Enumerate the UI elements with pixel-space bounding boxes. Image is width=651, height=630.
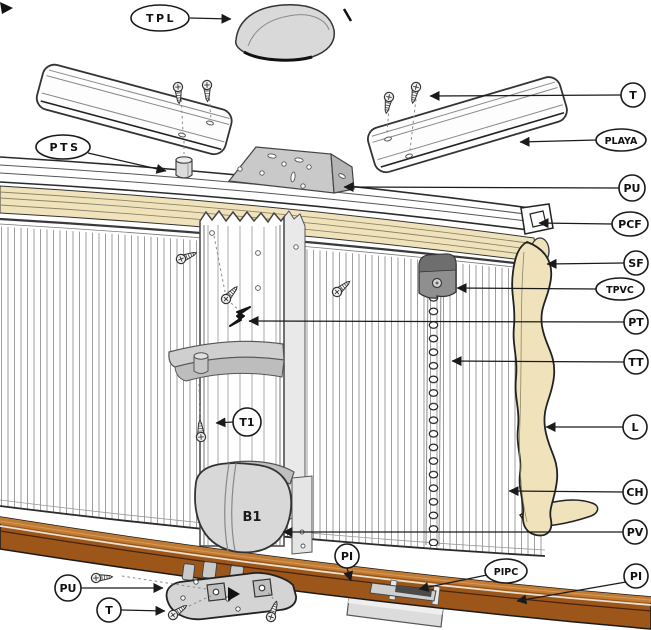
label-pi-right: PI	[623, 563, 649, 589]
label-text: TPVC	[606, 285, 634, 296]
leader-pi-right	[516, 581, 627, 605]
label-text: T	[105, 604, 113, 617]
label-t1: T1	[232, 407, 262, 437]
label-bubble	[96, 597, 122, 623]
leader-pipc	[418, 574, 488, 592]
label-pcf: PCF	[611, 211, 649, 237]
leader-lines	[81, 13, 627, 616]
label-pu-top: PU	[618, 174, 646, 202]
label-sf: SF	[623, 250, 649, 276]
post-holes	[209, 230, 299, 291]
leader-tt	[451, 356, 625, 367]
leader-pts	[87, 152, 167, 174]
label-text: CH	[626, 486, 643, 499]
label-bubble	[611, 211, 649, 237]
label-text: PI	[341, 550, 353, 563]
label-bubble	[622, 519, 648, 545]
label-ch: CH	[622, 479, 648, 505]
dart-pt-part	[229, 306, 251, 327]
label-bubble	[595, 277, 645, 301]
label-bubble	[622, 414, 648, 440]
label-bubble	[232, 407, 262, 437]
label-bubble	[35, 134, 91, 160]
liner-l-part	[511, 241, 599, 537]
label-l: L	[622, 414, 648, 440]
label-text: PLAYA	[605, 136, 638, 147]
ledge-screw-t	[201, 79, 213, 103]
label-bubble	[484, 558, 528, 584]
label-text: PV	[627, 526, 644, 539]
label-bubble	[620, 82, 646, 108]
label-playa: PLAYA	[595, 128, 647, 152]
label-t-bottom: T	[96, 597, 122, 623]
label-bubble	[54, 574, 82, 602]
top-profile-pcf-part	[520, 203, 554, 235]
label-pt: PT	[623, 309, 649, 335]
label-t-top: T	[620, 82, 646, 108]
label-pi-left: PI	[334, 543, 360, 569]
label-text: T	[629, 89, 637, 102]
leader-t-top	[429, 90, 622, 101]
top-cap-tpl-part	[235, 3, 353, 62]
label-pipc: PIPC	[484, 558, 528, 584]
leader-t-bottom	[120, 605, 166, 616]
label-text: SF	[628, 257, 643, 270]
label-text: PT	[628, 316, 644, 329]
label-bubble	[622, 479, 648, 505]
label-text: PIPC	[494, 567, 518, 578]
label-text: TT	[628, 356, 644, 369]
label-tpvc: TPVC	[595, 277, 645, 301]
label-bubble	[130, 4, 190, 32]
boot-b1-text: B1	[243, 510, 262, 525]
leader-tpl	[189, 13, 232, 24]
leader-playa	[519, 136, 598, 147]
label-text: PCF	[618, 218, 642, 231]
label-text: TPL	[146, 12, 176, 25]
plate-screw-t	[90, 571, 114, 584]
clip-tpvc-part	[418, 253, 457, 299]
label-tt: TT	[623, 349, 649, 375]
bottom-rail-pi	[0, 516, 651, 630]
label-tpl: TPL	[130, 4, 190, 32]
leader-sf	[546, 258, 625, 269]
label-bubble	[623, 250, 649, 276]
bottom-plate-pu-part	[90, 561, 297, 624]
label-text: L	[631, 421, 638, 434]
leader-pu-top	[343, 182, 620, 193]
leader-pt	[248, 316, 625, 327]
label-pv: PV	[622, 519, 648, 545]
label-pts: PTS	[35, 134, 91, 160]
leader-pcf	[538, 218, 613, 229]
rail-joint	[369, 579, 441, 606]
seam-rivets-tt	[425, 267, 442, 547]
label-text: PTS	[50, 141, 81, 154]
top-ledge-left	[35, 63, 233, 156]
stray-mark	[0, 2, 13, 14]
label-text: PI	[630, 570, 642, 583]
label-bubble	[623, 309, 649, 335]
label-text: PU	[624, 182, 641, 195]
label-pu-bottom: PU	[54, 574, 82, 602]
label-bubble	[618, 174, 646, 202]
ledge-screw-t	[407, 80, 423, 105]
top-ledge-playa-part	[367, 76, 568, 174]
label-bubble	[334, 543, 360, 569]
leader-tpvc	[456, 283, 598, 294]
label-bubble	[595, 128, 647, 152]
leader-pi-left	[343, 567, 353, 582]
label-text: PU	[60, 582, 77, 595]
sleeve-pts-part	[175, 156, 193, 179]
label-bubble	[623, 349, 649, 375]
boot-b1-part: B1	[194, 460, 313, 555]
leader-ch	[508, 486, 624, 497]
leader-t1	[215, 417, 234, 428]
seat-bracket	[168, 340, 285, 382]
label-text: T1	[239, 416, 254, 429]
ledge-screw-t	[381, 91, 395, 115]
label-bubble	[623, 563, 649, 589]
